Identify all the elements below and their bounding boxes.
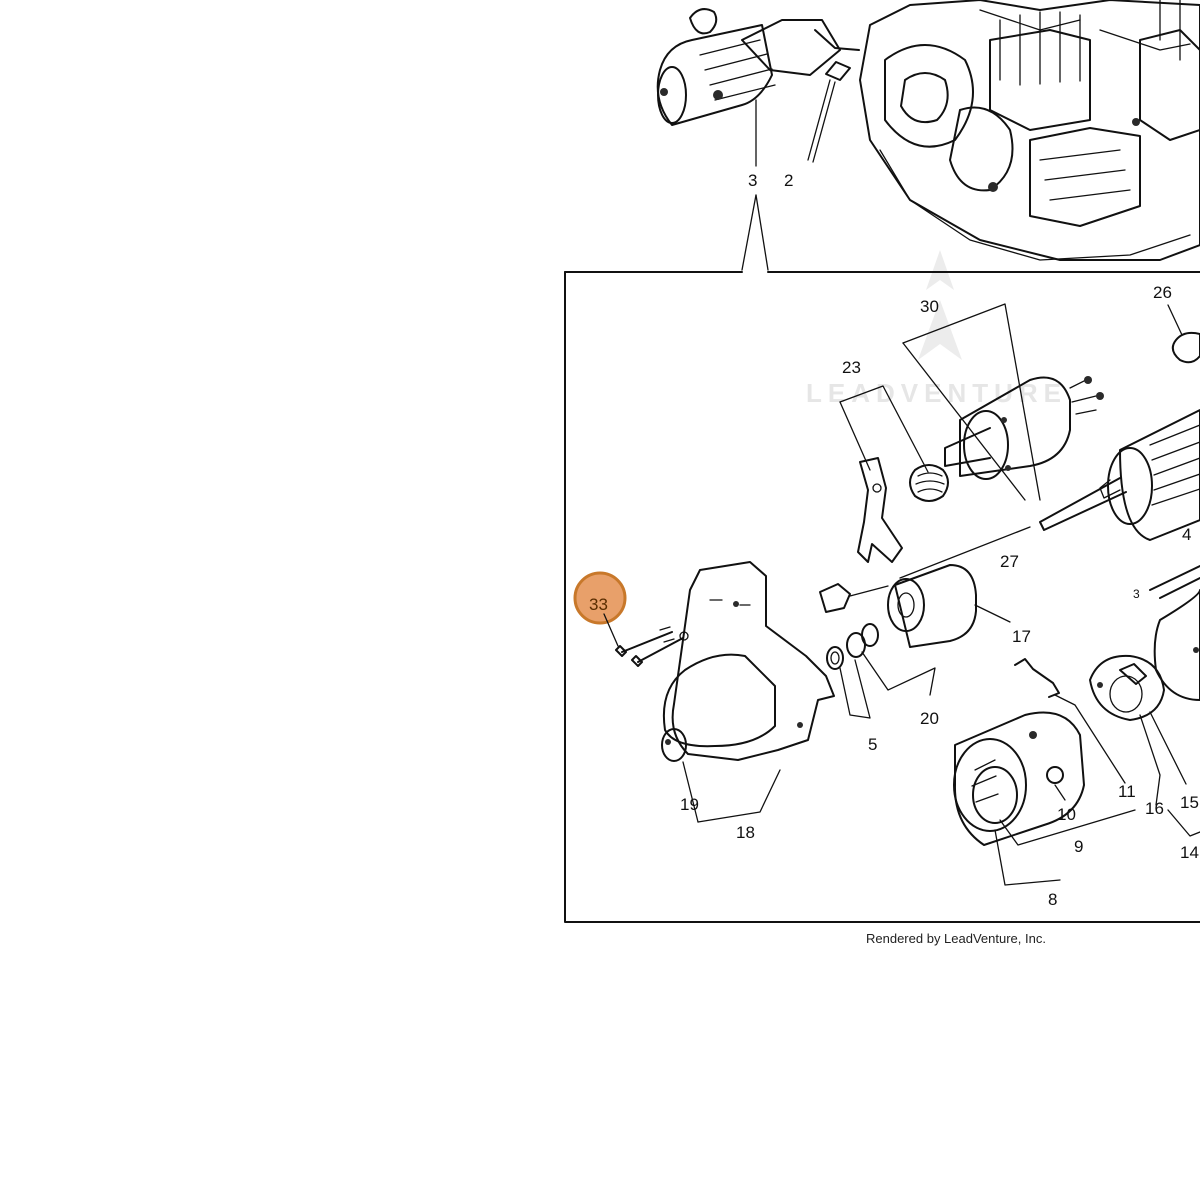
callout-26: 26	[1153, 283, 1172, 302]
callout-30: 30	[920, 297, 939, 316]
callout-2: 2	[784, 171, 793, 190]
inset-frame	[564, 271, 1200, 923]
callout-27: 27	[1000, 552, 1019, 571]
callout-23: 23	[842, 358, 861, 377]
callout-16: 16	[1145, 799, 1164, 818]
engine-assembly-drawing: 2 3	[656, 0, 1200, 271]
callout-10: 10	[1057, 805, 1076, 824]
callout-11: 11	[1118, 782, 1136, 801]
callout-17: 17	[1012, 627, 1031, 646]
callout-20: 20	[920, 709, 939, 728]
callout-19: 19	[680, 795, 699, 814]
hotspot-circle[interactable]	[573, 571, 627, 625]
callout-14: 14	[1180, 843, 1199, 862]
callout-3: 3	[748, 171, 757, 190]
watermark-text: LEADVENTURE	[806, 378, 1067, 408]
hotspot-part-33[interactable]: 33	[573, 571, 627, 647]
credit-text: Rendered by LeadVenture, Inc.	[866, 931, 1046, 946]
callout-33: 33	[589, 595, 608, 614]
exploded-starter-parts: 26 30 23 27 4 3	[615, 283, 1200, 909]
callout-4: 4	[1182, 525, 1191, 544]
watermark: LEADVENTURE	[806, 250, 1067, 408]
callout-8: 8	[1048, 890, 1057, 909]
callout-18: 18	[736, 823, 755, 842]
callout-5: 5	[868, 735, 877, 754]
callout-9: 9	[1074, 837, 1083, 856]
callout-15: 15	[1180, 793, 1199, 812]
callout-3-right: 3	[1133, 587, 1140, 601]
